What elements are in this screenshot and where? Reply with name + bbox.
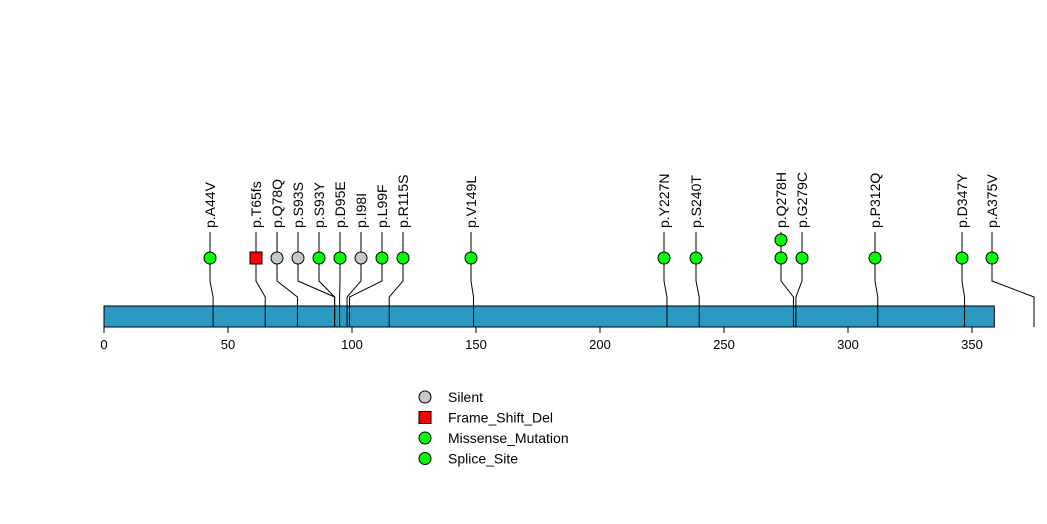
- x-tick-label: 350: [961, 337, 983, 352]
- mutation-label: p.P312Q: [867, 173, 883, 228]
- mutation-label: p.D95E: [332, 181, 348, 228]
- x-tick-label: 250: [713, 337, 735, 352]
- mutation-marker: [955, 251, 969, 265]
- mutation-label: p.I98I: [353, 193, 369, 228]
- mutation-label: p.S240T: [688, 175, 704, 228]
- legend-marker: [418, 390, 432, 404]
- legend-marker: [418, 431, 432, 445]
- x-tick-label: 300: [837, 337, 859, 352]
- mutation-marker: [203, 251, 217, 265]
- protein-bar: [103, 305, 995, 328]
- mutation-marker: [774, 233, 788, 247]
- mutation-label: p.Y227N: [656, 174, 672, 228]
- mutation-marker: [291, 251, 305, 265]
- mutation-marker: [868, 251, 882, 265]
- mutation-label: p.A375V: [984, 174, 1000, 228]
- x-tick-label: 100: [341, 337, 363, 352]
- mutation-label: p.V149L: [463, 176, 479, 228]
- mutation-label: p.Q78Q: [269, 179, 285, 228]
- mutation-marker: [464, 251, 478, 265]
- mutation-marker: [333, 251, 347, 265]
- x-tick-label: 200: [589, 337, 611, 352]
- legend-marker: [418, 452, 432, 465]
- mutation-label: p.L99F: [374, 184, 390, 228]
- legend-marker: [418, 411, 432, 424]
- mutation-label: p.G279C: [794, 172, 810, 228]
- x-tick-label: 50: [221, 337, 235, 352]
- mutation-marker: [354, 251, 368, 265]
- mutation-marker: [270, 251, 284, 265]
- mutation-marker: [657, 251, 671, 265]
- mutation-label: p.A44V: [202, 181, 218, 228]
- mutation-marker: [985, 251, 999, 265]
- mutation-stem: [991, 232, 1035, 327]
- x-tick-label: 0: [100, 337, 107, 352]
- mutation-label: p.S93S: [290, 182, 306, 228]
- mutation-marker: [396, 251, 410, 265]
- legend-label: Frame_Shift_Del: [448, 410, 553, 426]
- mutation-marker: [375, 251, 389, 265]
- mutation-marker: [249, 251, 263, 265]
- legend-label: Silent: [448, 389, 483, 405]
- mutation-label: p.Q278H: [773, 172, 789, 228]
- x-tick-label: 150: [465, 337, 487, 352]
- mutation-marker: [689, 251, 703, 265]
- mutation-marker: [795, 251, 809, 265]
- mutation-marker: [774, 251, 788, 265]
- mutation-label: p.D347Y: [954, 173, 970, 228]
- mutation-label: p.R115S: [395, 175, 411, 228]
- mutation-marker: [312, 251, 326, 265]
- mutation-label: p.S93Y: [311, 181, 327, 228]
- mutation-label: p.T65fs: [248, 181, 264, 228]
- legend-label: Missense_Mutation: [448, 430, 569, 446]
- legend-label: Splice_Site: [448, 451, 518, 467]
